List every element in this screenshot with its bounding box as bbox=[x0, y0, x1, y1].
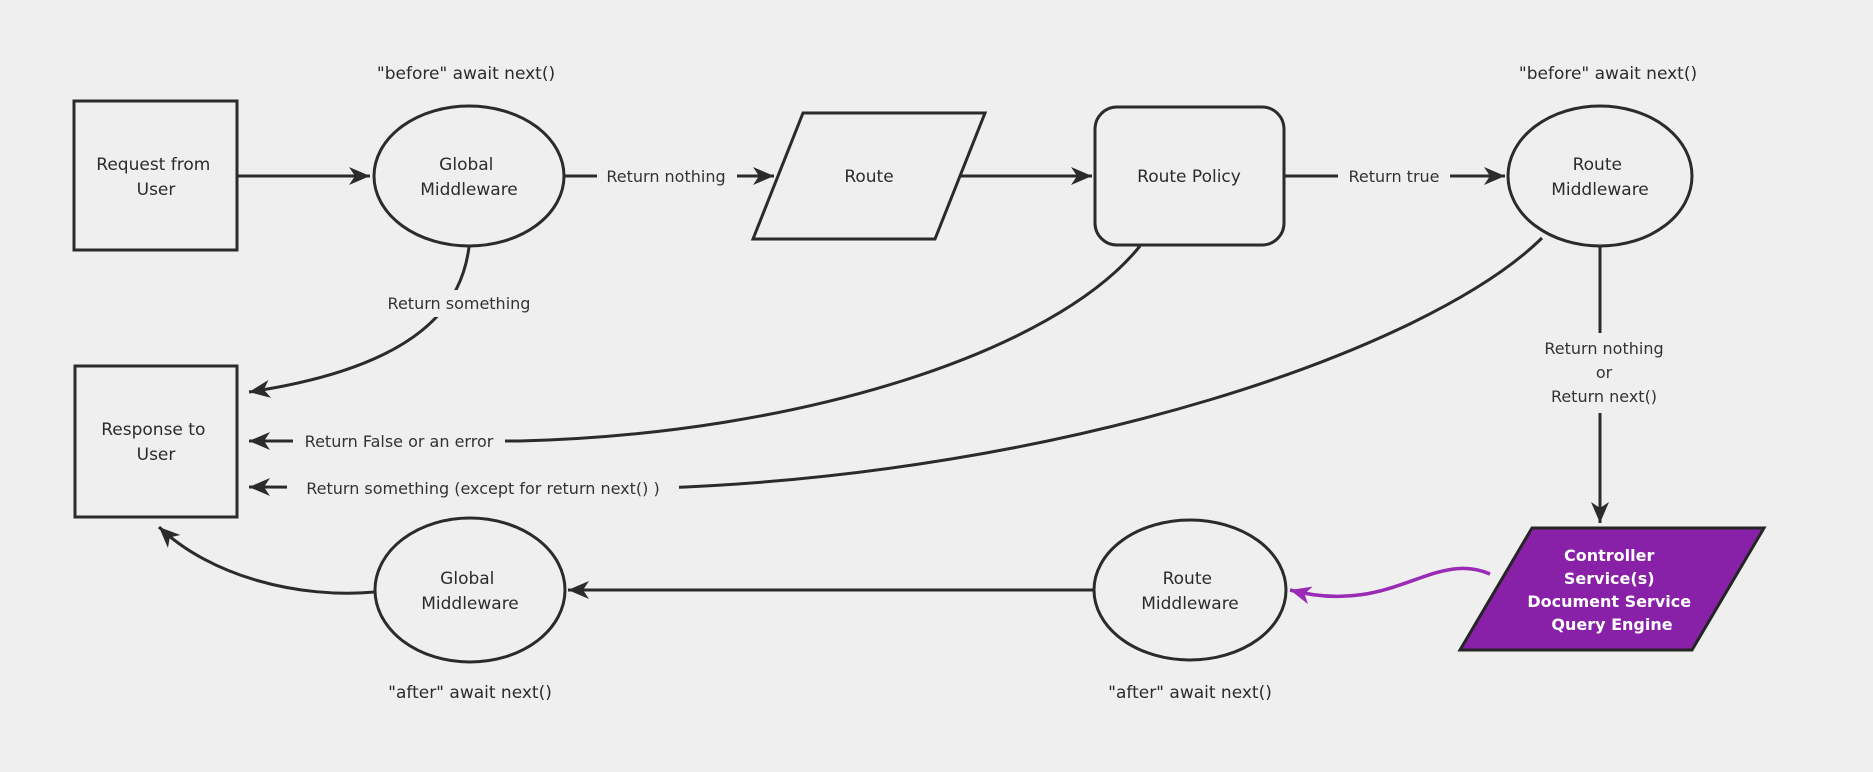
route-middleware-bottom-label: Route Middleware bbox=[1141, 569, 1239, 614]
global-middleware-top-label: Global Middleware bbox=[420, 155, 518, 200]
edge-global-middleware-to-response-bottom bbox=[157, 525, 376, 595]
global-middleware-top-node bbox=[372, 104, 566, 248]
edge-controller-to-route-middleware bbox=[1289, 566, 1491, 605]
request-from-user-node bbox=[72, 99, 239, 252]
label-mask bbox=[287, 474, 679, 501]
request-from-user-label: Request from User bbox=[96, 155, 215, 200]
label-mask bbox=[1527, 333, 1681, 413]
edge-label-return-true: Return true bbox=[1348, 167, 1439, 186]
controller-services-node bbox=[1457, 526, 1767, 652]
route-policy-label: Route Policy bbox=[1137, 167, 1241, 187]
global-middleware-bottom-node bbox=[373, 516, 567, 664]
controller-services-label: Controller Service(s) Document Service Q… bbox=[1527, 546, 1696, 634]
edge-label-return-something-except: Return something (except for return next… bbox=[306, 479, 659, 498]
edge-route-policy-to-response bbox=[249, 245, 1142, 450]
route-policy-node bbox=[1093, 105, 1286, 247]
label-mask bbox=[380, 290, 538, 317]
edge-label-return-nothing-or-line2: or bbox=[1596, 363, 1613, 382]
route-node bbox=[750, 111, 988, 241]
edge-label-return-nothing-or-line3: Return next() bbox=[1551, 387, 1657, 406]
annotation-before-route-middleware: "before" await next() bbox=[1519, 64, 1697, 84]
annotation-before-global-middleware: "before" await next() bbox=[377, 64, 555, 84]
label-mask bbox=[293, 427, 505, 454]
edge-label-return-nothing: Return nothing bbox=[606, 167, 725, 186]
label-mask bbox=[597, 163, 737, 190]
response-to-user-node bbox=[73, 364, 239, 519]
response-to-user-label: Response to User bbox=[101, 420, 211, 465]
edge-label-return-false: Return False or an error bbox=[305, 432, 494, 451]
route-middleware-top-label: Route Middleware bbox=[1551, 155, 1649, 200]
annotation-after-global-middleware: "after" await next() bbox=[388, 683, 552, 703]
edge-label-return-nothing-or-line1: Return nothing bbox=[1544, 339, 1663, 358]
route-middleware-bottom-node bbox=[1092, 518, 1288, 662]
annotation-after-route-middleware: "after" await next() bbox=[1108, 683, 1272, 703]
label-mask bbox=[1338, 163, 1450, 190]
edge-route-middleware-to-response bbox=[248, 236, 1544, 497]
route-label: Route bbox=[844, 167, 893, 187]
edge-label-return-something: Return something bbox=[388, 294, 531, 313]
edge-global-middleware-to-response bbox=[248, 246, 471, 398]
global-middleware-bottom-label: Global Middleware bbox=[421, 569, 519, 614]
route-middleware-top-node bbox=[1506, 104, 1694, 248]
